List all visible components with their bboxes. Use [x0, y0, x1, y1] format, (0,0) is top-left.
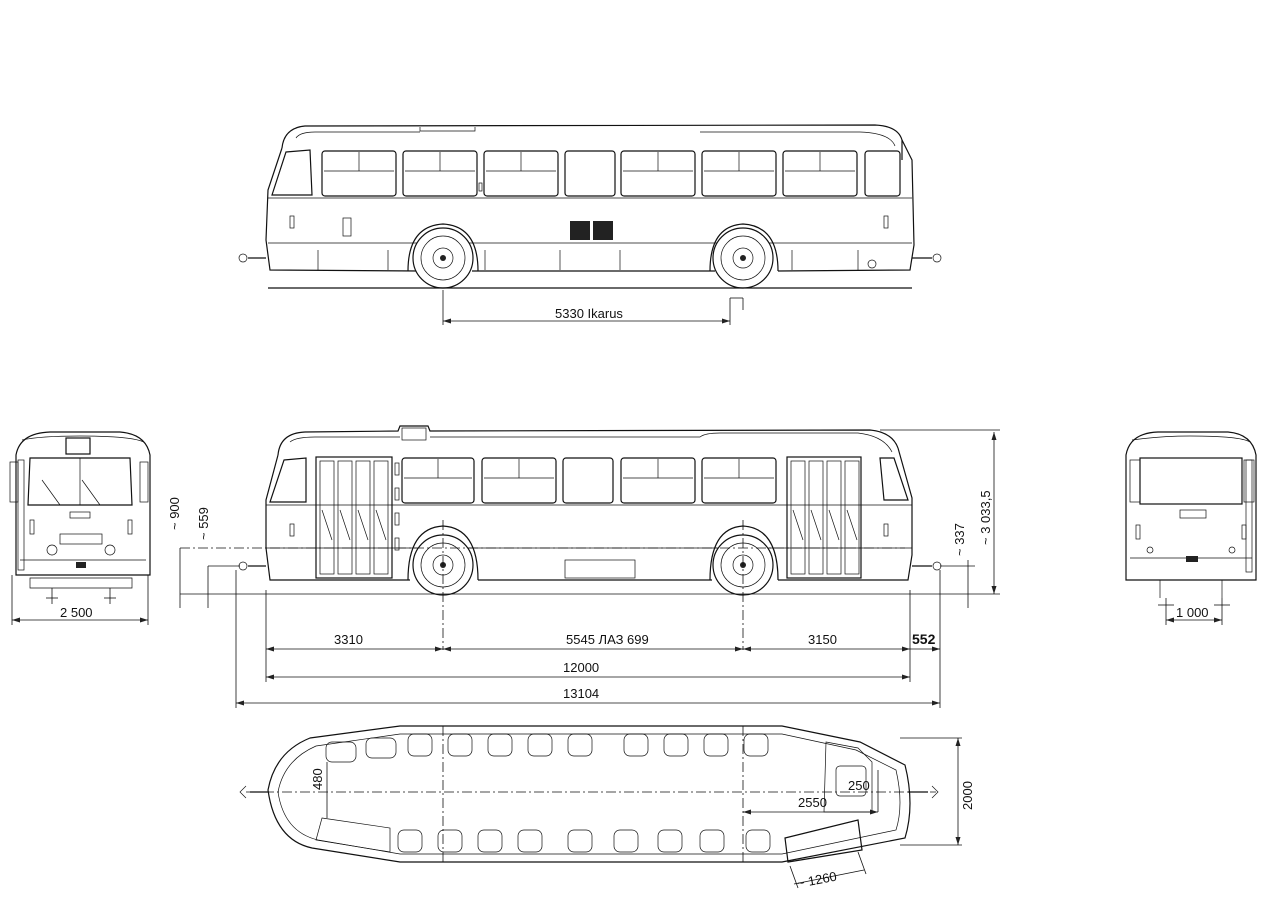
dim-rear-aisle: 2550: [798, 795, 827, 810]
front-view: 2 500: [9, 431, 151, 625]
dim-rear-overhang: 3150: [808, 632, 837, 647]
dim-length-total: 13104: [563, 686, 599, 701]
dim-width-front: 2 500: [60, 605, 93, 620]
side-view-laz: ~ 900 ~ 559 ~ 337 ~ 3 033,5 3310 5545 ЛА…: [167, 425, 1000, 708]
dim-track-rear: 1 000: [1176, 605, 1209, 620]
dim-height-559: ~ 559: [196, 507, 211, 540]
rear-view: 1 000: [1125, 431, 1257, 625]
dim-length-body: 12000: [563, 660, 599, 675]
seats-bottom-row: [315, 817, 771, 853]
dim-plan-width: 2000: [960, 781, 975, 810]
dim-height-900: ~ 900: [167, 497, 182, 530]
dim-wheelbase-ikarus: 5330 Ikarus: [555, 306, 623, 321]
seats-top-row: [325, 733, 769, 763]
side-view-ikarus: 5330 Ikarus: [238, 124, 942, 325]
dim-wheelbase-laz: 5545 ЛАЗ 699: [566, 632, 649, 647]
dim-height-337: ~ 337: [952, 523, 967, 556]
dim-front-overhang: 3310: [334, 632, 363, 647]
dim-height-total: ~ 3 033,5: [978, 490, 993, 545]
plan-view: 480 2550 250 2000 ~ 1260: [239, 725, 975, 891]
dim-door-width: ~ 1260: [796, 869, 838, 891]
dim-hitch: 552: [912, 631, 936, 647]
dim-rear-seat: 250: [848, 778, 870, 793]
dim-seat-pitch: 480: [310, 768, 325, 790]
